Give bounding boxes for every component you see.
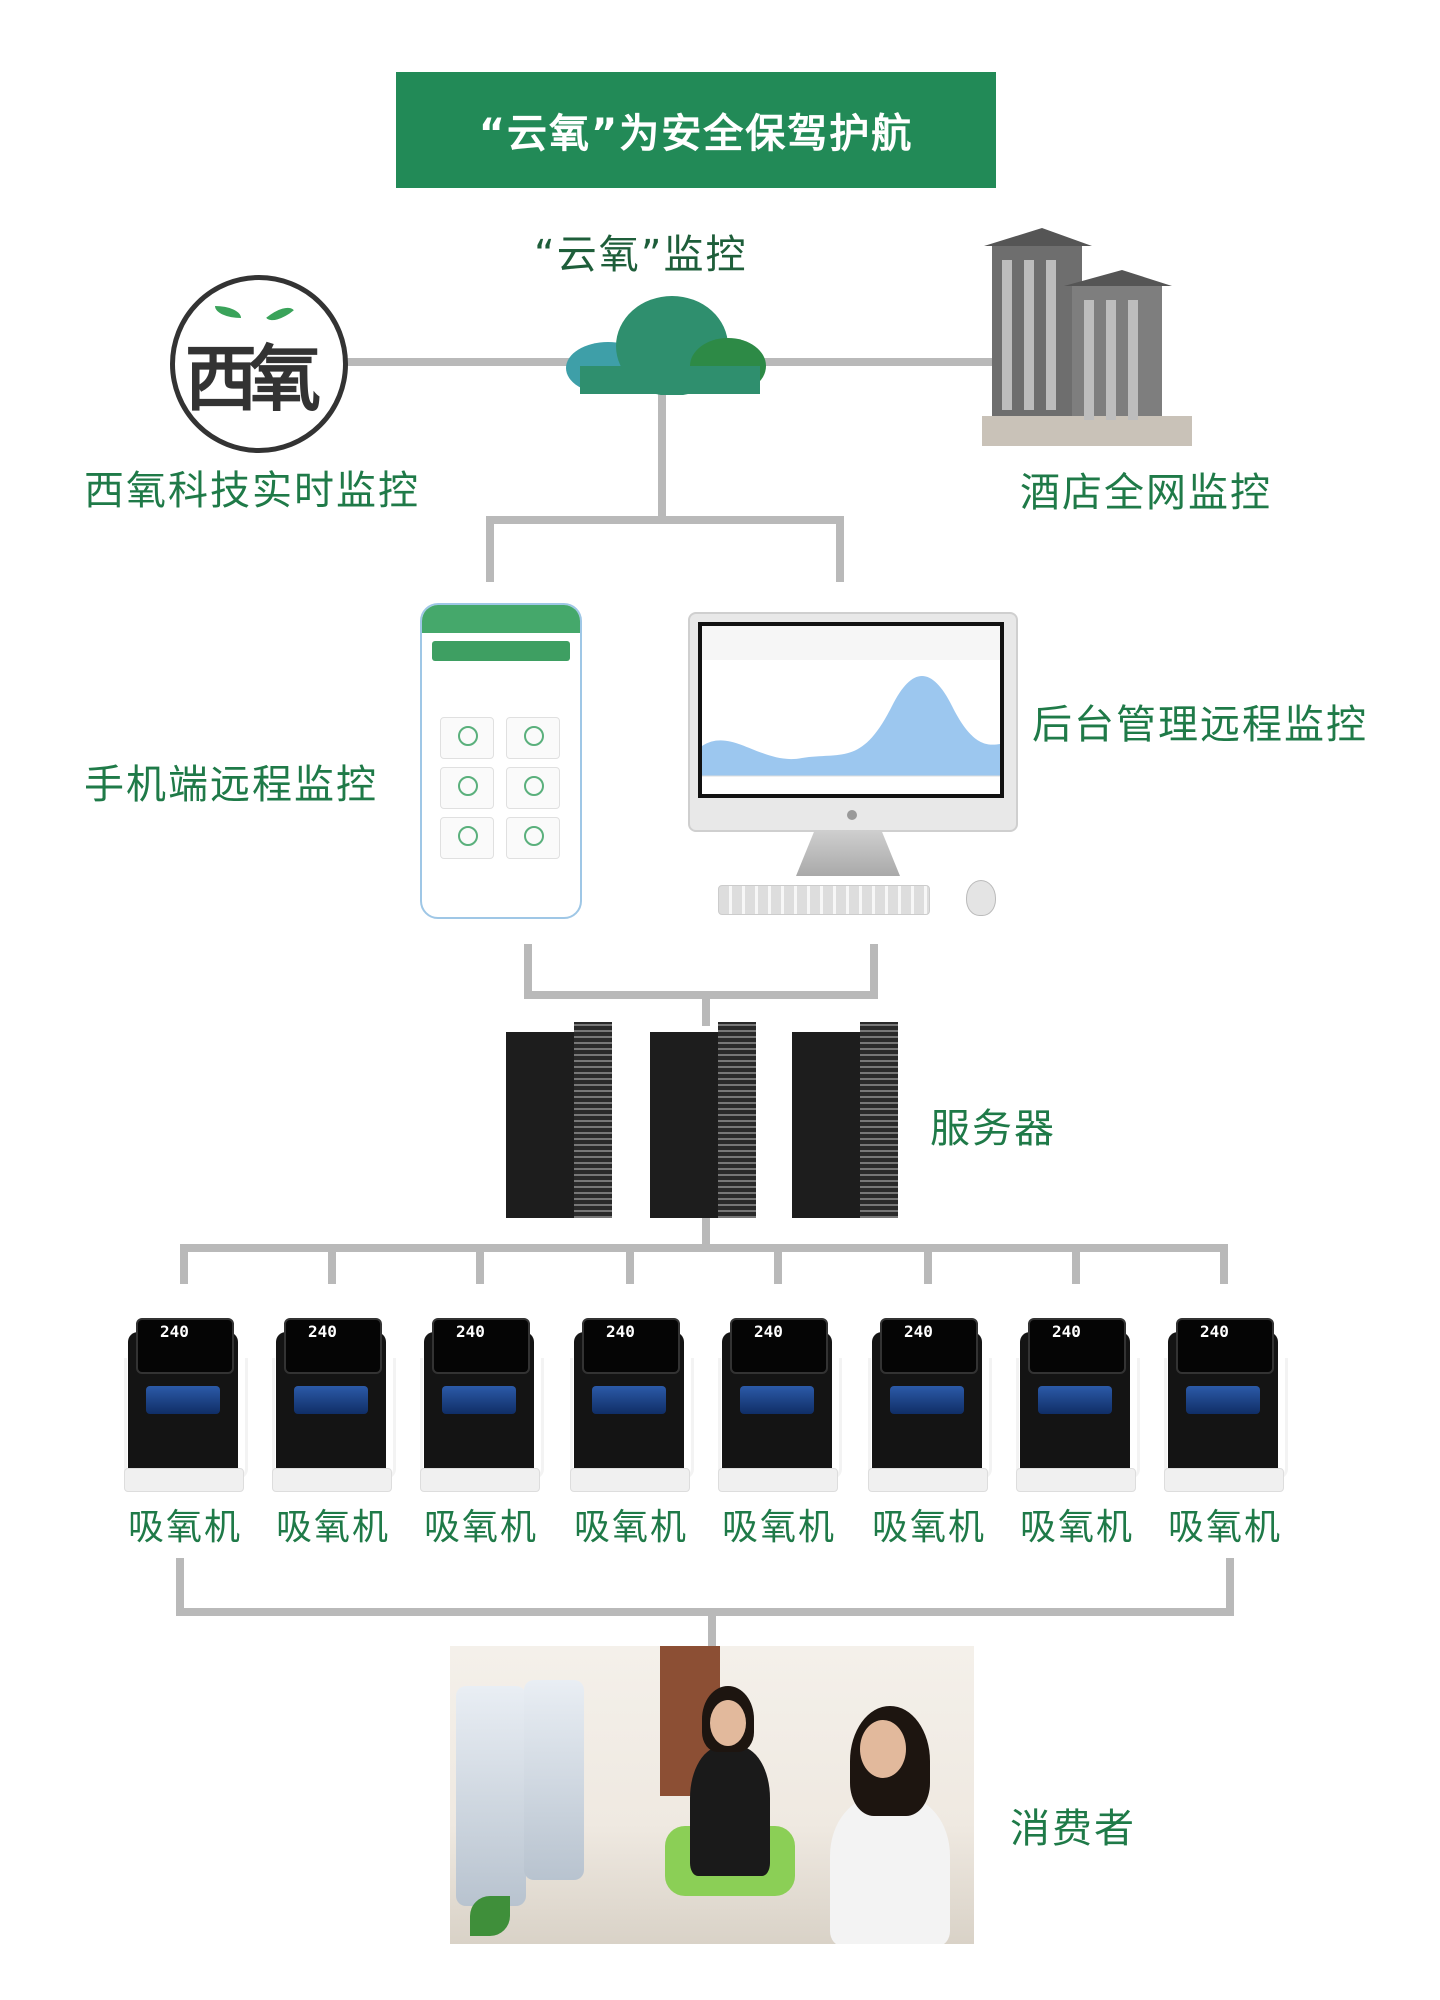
header-banner: “云氧”为安全保驾护航 (396, 72, 996, 188)
device-label: 吸氧机 (1168, 1507, 1283, 1548)
device-display: 240 (432, 1318, 530, 1374)
device-base (570, 1468, 690, 1492)
oxygen-concentrator: 240 (1164, 1318, 1288, 1492)
device-base (718, 1468, 838, 1492)
phone-tile (506, 817, 560, 859)
device-display: 240 (1028, 1318, 1126, 1374)
device-window (442, 1386, 516, 1414)
device-window (294, 1386, 368, 1414)
device-window (146, 1386, 220, 1414)
device-display-value: 240 (456, 1322, 485, 1341)
phone-tile (506, 767, 560, 809)
device-base (124, 1468, 244, 1492)
device-display: 240 (136, 1318, 234, 1374)
cloud-label: “云氧”监控 (534, 232, 748, 278)
desktop-monitor (688, 612, 1018, 832)
oxygen-concentrator: 240 (868, 1318, 992, 1492)
consumer-label: 消费者 (1010, 1806, 1136, 1852)
consumer-photo (450, 1646, 974, 1944)
device-window (592, 1386, 666, 1414)
xiyang-logo: 西氧 (170, 275, 348, 453)
phone-mockup (420, 603, 582, 919)
machine-image (524, 1680, 584, 1880)
backend-monitor-label: 后台管理远程监控 (1032, 702, 1368, 748)
person-1-face (710, 1700, 746, 1746)
device-window (890, 1386, 964, 1414)
oxygen-concentrator: 240 (718, 1318, 842, 1492)
device-display-value: 240 (606, 1322, 635, 1341)
phone-header-bar (422, 605, 580, 633)
oxygen-concentrator: 240 (420, 1318, 544, 1492)
hotel-building-icon (982, 228, 1192, 446)
device-display: 240 (730, 1318, 828, 1374)
oxygen-concentrator: 240 (272, 1318, 396, 1492)
monitor-screen (698, 622, 1004, 798)
server-rack-icon (792, 1022, 898, 1218)
device-display: 240 (582, 1318, 680, 1374)
device-display: 240 (880, 1318, 978, 1374)
device-window (1038, 1386, 1112, 1414)
device-display-value: 240 (904, 1322, 933, 1341)
device-base (1164, 1468, 1284, 1492)
dashboard-view (702, 626, 1000, 794)
device-display-value: 240 (1052, 1322, 1081, 1341)
device-label: 吸氧机 (276, 1507, 391, 1548)
camera-dot (847, 810, 857, 820)
monitor-stand (796, 830, 900, 876)
plant (470, 1896, 510, 1936)
oxygen-concentrator: 240 (570, 1318, 694, 1492)
logo-text: 西氧 (185, 337, 321, 421)
device-window (1186, 1386, 1260, 1414)
device-label: 吸氧机 (1020, 1507, 1135, 1548)
device-display: 240 (1176, 1318, 1274, 1374)
cloud-icon (566, 296, 766, 395)
dashboard-area-chart (702, 626, 1000, 777)
phone-banner (432, 641, 570, 661)
server-label: 服务器 (930, 1106, 1056, 1152)
device-base (420, 1468, 540, 1492)
phone-tile (506, 717, 560, 759)
leaf-icon (215, 306, 241, 318)
device-label: 吸氧机 (128, 1507, 243, 1548)
device-base (1016, 1468, 1136, 1492)
xiyang-monitor-label: 西氧科技实时监控 (84, 468, 420, 514)
device-label: 吸氧机 (722, 1507, 837, 1548)
device-base (272, 1468, 392, 1492)
server-rack-icon (506, 1022, 612, 1218)
mouse-icon (966, 880, 996, 916)
oxygen-concentrator: 240 (1016, 1318, 1140, 1492)
keyboard-icon (718, 885, 930, 915)
device-base (868, 1468, 988, 1492)
device-label: 吸氧机 (424, 1507, 539, 1548)
server-rack-icon (650, 1022, 756, 1218)
oxygen-concentrator: 240 (124, 1318, 248, 1492)
device-display: 240 (284, 1318, 382, 1374)
person-2-face (860, 1720, 906, 1778)
phone-tile (440, 767, 494, 809)
person-2 (830, 1796, 950, 1944)
device-window (740, 1386, 814, 1414)
hotel-monitor-label: 酒店全网监控 (1020, 470, 1272, 516)
person-1 (690, 1746, 770, 1876)
machine-image (456, 1686, 526, 1906)
phone-tile (440, 717, 494, 759)
device-display-value: 240 (1200, 1322, 1229, 1341)
device-label: 吸氧机 (872, 1507, 987, 1548)
device-label: 吸氧机 (574, 1507, 689, 1548)
device-display-value: 240 (308, 1322, 337, 1341)
device-display-value: 240 (160, 1322, 189, 1341)
mobile-monitor-label: 手机端远程监控 (84, 762, 378, 808)
device-display-value: 240 (754, 1322, 783, 1341)
phone-tile (440, 817, 494, 859)
